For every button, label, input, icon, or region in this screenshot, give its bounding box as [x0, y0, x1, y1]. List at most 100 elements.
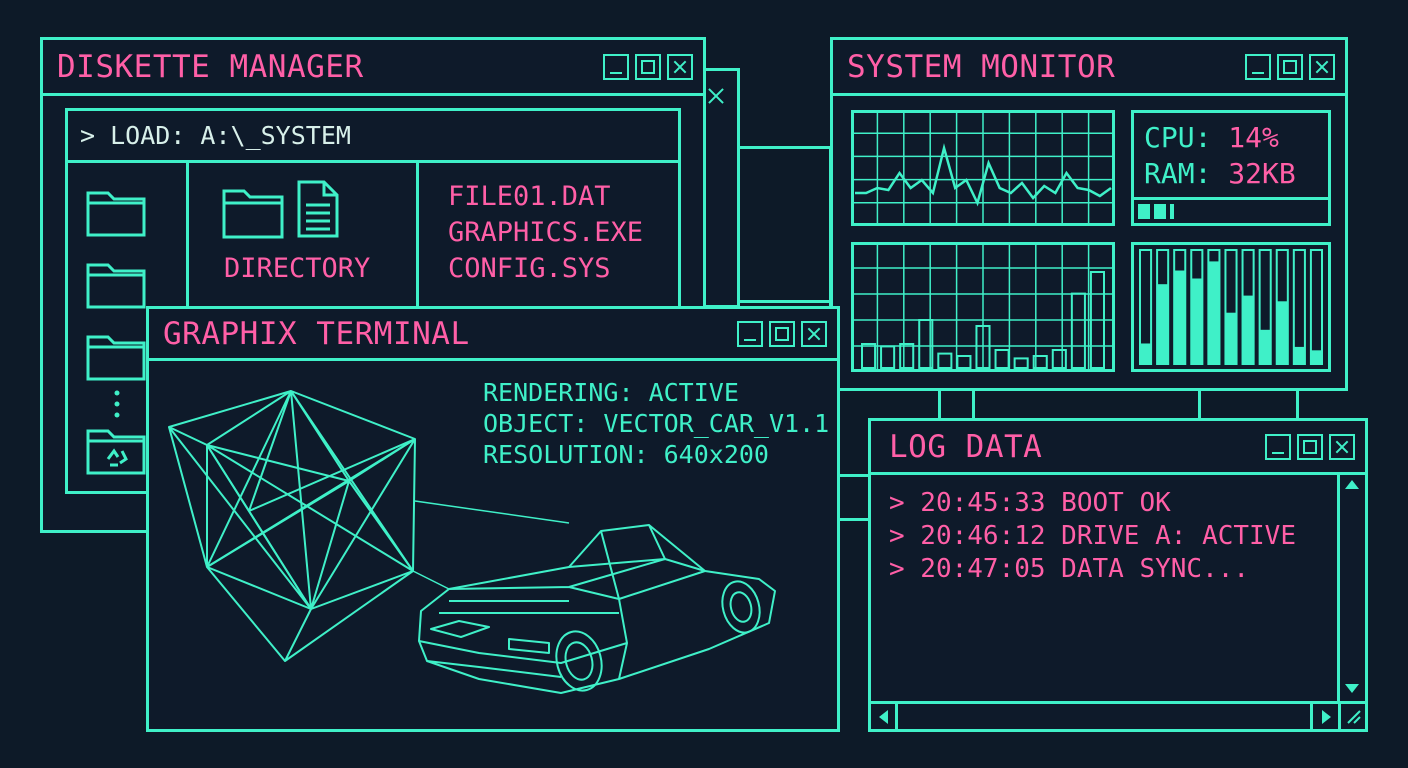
close-icon[interactable]: [1309, 53, 1335, 80]
file-item[interactable]: FILE01.DAT: [448, 181, 611, 212]
activity-bar: [899, 343, 915, 369]
folder-icon[interactable]: [86, 183, 146, 237]
file-item[interactable]: CONFIG.SYS: [448, 253, 611, 284]
ellipsis-icon: [114, 390, 120, 418]
scroll-down-icon[interactable]: [1344, 683, 1360, 695]
wireframe-polyhedron: [168, 390, 416, 662]
log-line: > 20:46:12 DRIVE A: ACTIVE: [889, 521, 1296, 551]
level-meter: [1131, 242, 1331, 372]
connector-line: [738, 300, 832, 303]
document-icon[interactable]: [296, 179, 340, 239]
ram-progress-fill: [1138, 204, 1174, 219]
close-icon[interactable]: [1329, 433, 1355, 460]
activity-bar-graph: [851, 242, 1115, 372]
maximize-icon[interactable]: [769, 320, 795, 347]
ram-readout: RAM: 32KB: [1144, 157, 1296, 190]
log-line: > 20:45:33 BOOT OK: [889, 488, 1171, 518]
minimize-icon[interactable]: [737, 320, 763, 347]
ram-progress-bar: [1134, 197, 1328, 223]
path-text: > LOAD: A:\_SYSTEM: [80, 121, 351, 150]
level-bar: [1140, 343, 1152, 364]
activity-bar: [1051, 349, 1067, 369]
log-line: > 20:47:05 DATA SYNC...: [889, 554, 1250, 584]
file-item[interactable]: GRAPHICS.EXE: [448, 217, 644, 248]
minimize-icon[interactable]: [1245, 53, 1271, 80]
window-title: SYSTEM MONITOR: [847, 48, 1116, 85]
connector-line: [838, 474, 872, 477]
level-slot: [1309, 249, 1323, 365]
minimize-icon[interactable]: [603, 53, 629, 80]
render-info: RENDERING: ACTIVE OBJECT: VECTOR_CAR_V1.…: [483, 377, 829, 470]
activity-bar: [861, 343, 877, 369]
scrollbar-divider: [895, 704, 898, 729]
maximize-icon[interactable]: [635, 53, 661, 80]
resize-grip-icon[interactable]: [1345, 708, 1361, 724]
horizontal-scrollbar[interactable]: [871, 701, 1365, 729]
cpu-label: CPU:: [1144, 121, 1212, 154]
activity-bar: [1032, 355, 1048, 369]
info-line: OBJECT: VECTOR_CAR_V1.1: [483, 409, 830, 438]
directory-label: DIRECTORY: [224, 253, 371, 284]
titlebar[interactable]: LOG DATA: [871, 421, 1365, 475]
wireframe-render: [168, 390, 776, 694]
recycle-folder-icon[interactable]: [86, 421, 146, 475]
scroll-up-icon[interactable]: [1344, 478, 1360, 490]
activity-bar: [1013, 357, 1029, 370]
folder-icon[interactable]: [222, 181, 284, 239]
level-bar: [1157, 284, 1169, 364]
level-bar: [1225, 312, 1237, 364]
info-line: RENDERING: ACTIVE: [483, 378, 739, 407]
scroll-left-icon[interactable]: [877, 709, 889, 725]
level-bar: [1276, 301, 1288, 364]
level-bar: [1208, 261, 1220, 364]
activity-bar: [994, 349, 1010, 369]
connector-line: [1198, 390, 1201, 420]
vertical-scrollbar[interactable]: [1337, 472, 1365, 701]
maximize-icon[interactable]: [1297, 433, 1323, 460]
connector-line: [1296, 390, 1299, 420]
folder-icon[interactable]: [86, 327, 146, 381]
cpu-line-graph: [851, 110, 1115, 226]
cpu-readout: CPU: 14%: [1144, 121, 1279, 154]
log-content: > 20:45:33 BOOT OK > 20:46:12 DRIVE A: A…: [889, 487, 1296, 586]
scrollbar-divider: [1338, 704, 1341, 729]
level-slot: [1292, 249, 1306, 365]
titlebar[interactable]: GRAPHIX TERMINAL: [149, 309, 837, 361]
path-bar[interactable]: > LOAD: A:\_SYSTEM: [68, 111, 678, 163]
level-bar: [1259, 329, 1271, 364]
activity-bar: [1089, 271, 1106, 369]
scroll-right-icon[interactable]: [1321, 709, 1333, 725]
connector-line: [938, 390, 941, 420]
close-icon[interactable]: [703, 85, 729, 111]
minimize-icon[interactable]: [1265, 433, 1291, 460]
activity-bar: [918, 319, 934, 369]
connector-line: [972, 390, 975, 420]
graphix-terminal-window: GRAPHIX TERMINAL RENDERING: ACTIVE OBJEC…: [146, 306, 840, 732]
maximize-icon[interactable]: [1277, 53, 1303, 80]
activity-bar: [937, 352, 953, 369]
system-monitor-window: SYSTEM MONITOR CPU: 14% RAM: 32KB: [830, 37, 1348, 391]
log-data-window: LOG DATA > 20:45:33 BOOT OK > 20:46:12 D…: [868, 418, 1368, 732]
activity-bar: [1070, 292, 1086, 369]
level-bar: [1293, 346, 1305, 364]
titlebar[interactable]: SYSTEM MONITOR: [833, 40, 1345, 96]
file-list: FILE01.DAT GRAPHICS.EXE CONFIG.SYS: [448, 179, 643, 287]
folder-icon[interactable]: [86, 255, 146, 309]
cpu-line-series: [855, 143, 1112, 207]
window-title: LOG DATA: [889, 428, 1043, 465]
close-icon[interactable]: [667, 53, 693, 80]
level-bar: [1310, 350, 1322, 364]
window-title: DISKETTE MANAGER: [57, 48, 364, 85]
activity-bar: [975, 325, 991, 369]
close-icon[interactable]: [801, 320, 827, 347]
info-line: RESOLUTION: 640x200: [483, 440, 769, 469]
level-bar: [1191, 278, 1203, 364]
activity-bar: [956, 355, 972, 369]
scrollbar-divider: [1310, 704, 1313, 729]
cpu-value: 14%: [1228, 121, 1279, 154]
ram-value: 32KB: [1228, 157, 1296, 190]
level-bar: [1174, 270, 1186, 364]
meter-frame: [1131, 242, 1331, 372]
titlebar[interactable]: DISKETTE MANAGER: [43, 40, 703, 96]
connector-line: [738, 146, 832, 149]
